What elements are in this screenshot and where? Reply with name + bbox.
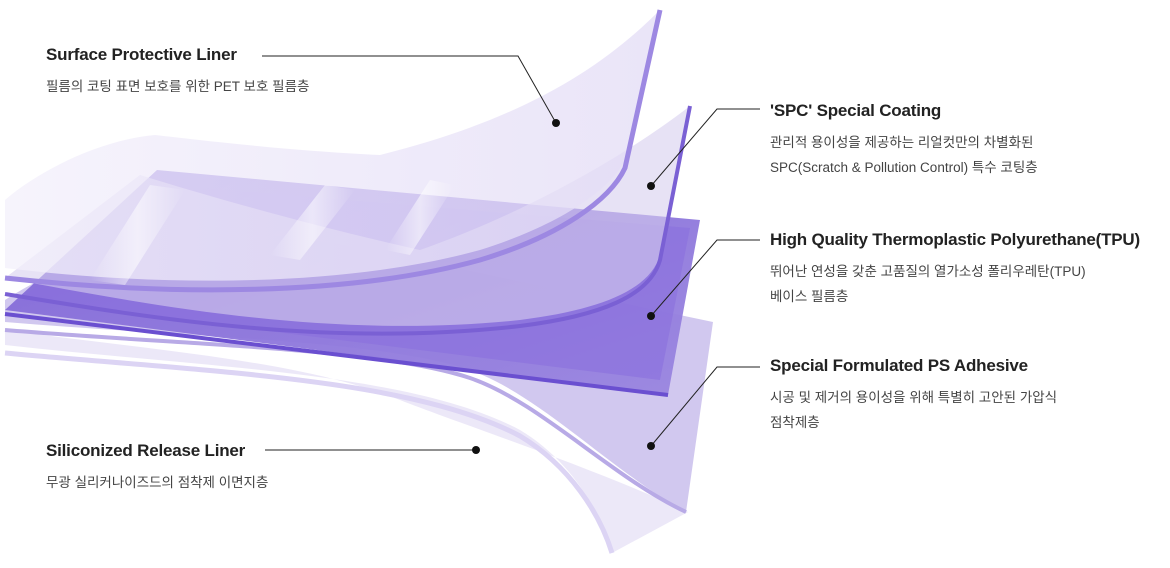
leader-line-surface	[262, 55, 557, 124]
marker-dot-tpu	[647, 312, 655, 320]
label-tpu: High Quality Thermoplastic Polyurethane(…	[770, 230, 1140, 309]
description-line: 점착제층	[770, 415, 820, 430]
description-line: 시공 및 제거의 용이성을 위해 특별히 고안된 가압식	[770, 390, 1058, 405]
label-spc-special-coating: 'SPC' Special Coating 관리적 용이성을 제공하는 리얼컷만…	[770, 101, 1038, 180]
marker-dot-surface	[552, 119, 560, 127]
description-line: 베이스 필름층	[770, 289, 849, 304]
release-liner-layer	[5, 330, 688, 553]
sheen-highlight	[270, 185, 355, 260]
leader-line-tpu	[650, 239, 760, 317]
layer-title: High Quality Thermoplastic Polyurethane(…	[770, 230, 1140, 249]
label-siliconized-release-liner: Siliconized Release Liner 무광 실리커나이즈드의 점착…	[46, 441, 268, 495]
description-line: 뛰어난 연성을 갖춘 고품질의 열가소성 폴리우레탄(TPU)	[770, 264, 1086, 279]
label-surface-protective-liner: Surface Protective Liner 필름의 코팅 표면 보호를 위…	[46, 45, 309, 99]
layer-description: 무광 실리커나이즈드의 점착제 이면지층	[46, 470, 268, 495]
layer-title: Surface Protective Liner	[46, 45, 237, 64]
description-line: 관리적 용이성을 제공하는 리얼컷만의 차별화된	[770, 135, 1034, 150]
layer-title: Special Formulated PS Adhesive	[770, 356, 1028, 375]
marker-dot-ps	[647, 442, 655, 450]
description-line: 필름의 코팅 표면 보호를 위한 PET 보호 필름층	[46, 79, 310, 94]
label-ps-adhesive: Special Formulated PS Adhesive 시공 및 제거의 …	[770, 356, 1057, 435]
tpu-edge	[4, 312, 669, 397]
description-line: SPC(Scratch & Pollution Control) 특수 코팅층	[770, 160, 1038, 175]
sheen-highlight	[385, 180, 455, 255]
layer-title: Siliconized Release Liner	[46, 441, 246, 460]
sheen-highlight	[90, 185, 185, 285]
layer-description: 필름의 코팅 표면 보호를 위한 PET 보호 필름층	[46, 74, 309, 99]
layer-description: 뛰어난 연성을 갖춘 고품질의 열가소성 폴리우레탄(TPU) 베이스 필름층	[770, 259, 1140, 309]
marker-dot-spc	[647, 182, 655, 190]
marker-dot-sil	[472, 446, 480, 454]
leader-line-ps	[650, 366, 760, 447]
layer-description: 시공 및 제거의 용이성을 위해 특별히 고안된 가압식 점착제층	[770, 385, 1057, 435]
adhesive-edge	[4, 328, 687, 514]
description-line: 무광 실리커나이즈드의 점착제 이면지층	[46, 475, 269, 490]
leader-line-spc	[650, 108, 760, 187]
layer-title: 'SPC' Special Coating	[770, 101, 942, 120]
release-liner-edge	[4, 350, 615, 554]
layer-description: 관리적 용이성을 제공하는 리얼컷만의 차별화된 SPC(Scratch & P…	[770, 130, 1038, 180]
surface-liner-edge	[4, 9, 663, 293]
spc-edge	[4, 105, 692, 336]
